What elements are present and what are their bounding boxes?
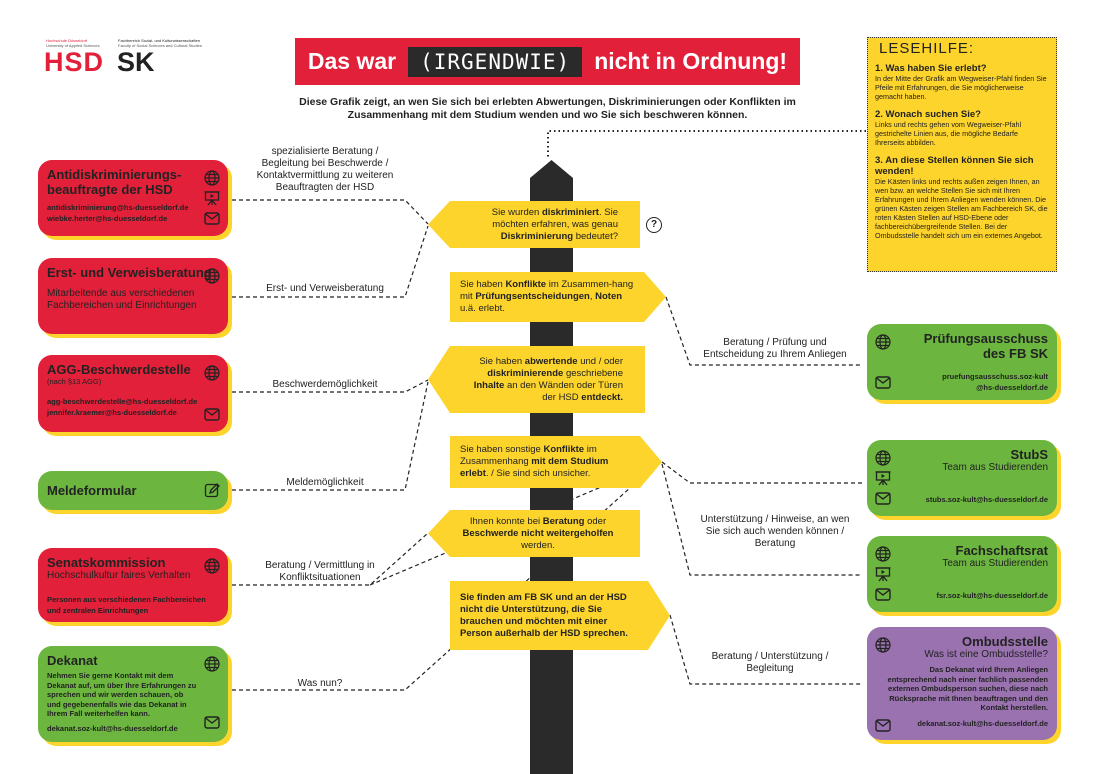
sign-other-conflicts: Sie haben sonstige Konflikte im Zusammen… xyxy=(450,436,662,488)
ombudsman-info-link[interactable]: Was ist eine Ombudsstelle? xyxy=(924,649,1048,660)
card-subtitle: (nach §13 AGG) xyxy=(47,377,102,386)
globe-icon[interactable] xyxy=(875,334,891,350)
card-title: Prüfungsausschuss des FB SK xyxy=(923,331,1048,361)
globe-icon[interactable] xyxy=(204,656,220,672)
card-report-form[interactable]: Meldeformular xyxy=(38,471,228,510)
globe-icon[interactable] xyxy=(204,365,220,381)
need-label: Meldemöglichkeit xyxy=(286,477,364,488)
mail-icon[interactable] xyxy=(204,210,220,226)
mail-icon[interactable] xyxy=(875,490,891,506)
email-link[interactable]: @hs-duesseldorf.de xyxy=(976,383,1048,392)
reading-guide-text: In der Mitte der Grafik am Wegweiser-Pfa… xyxy=(875,74,1047,101)
title-pre: Das war xyxy=(307,48,397,74)
email-link[interactable]: dekanat.soz-kult@hs-duesseldorf.de xyxy=(47,723,178,733)
card-ombudsman: Ombudsstelle Was ist eine Ombudsstelle? … xyxy=(867,627,1057,740)
card-antidiscrimination-officer: Antidiskriminierungs-beauftragte der HSD… xyxy=(38,160,228,236)
card-first-referral-counselling: Erst- und Verweisberatung Mitarbeitende … xyxy=(38,258,228,334)
mail-icon[interactable] xyxy=(204,714,220,730)
card-subtitle: Team aus Studierenden xyxy=(942,558,1048,569)
card-subtitle: Team aus Studierenden xyxy=(942,462,1048,473)
card-deans-office: Dekanat Nehmen Sie gerne Kontakt mit dem… xyxy=(38,646,228,742)
mail-icon[interactable] xyxy=(875,586,891,602)
need-label: spezialisierte Beratung / Begleitung bei… xyxy=(256,146,394,193)
card-title: Antidiskriminierungs-beauftragte der HSD xyxy=(47,167,182,197)
need-label: Unterstützung / Hinweise, an wen Sie sic… xyxy=(700,514,850,549)
card-senate-commission: Senatskommission Hochschulkultur faires … xyxy=(38,548,228,622)
title-banner: Das war (IRGENDWIE) nicht in Ordnung! xyxy=(295,38,800,85)
card-title: Meldeformular xyxy=(47,483,137,498)
presentation-icon[interactable] xyxy=(875,470,891,486)
subtitle: Diese Grafik zeigt, an wen Sie sich bei … xyxy=(299,96,796,121)
sign-not-helped: Ihnen konnte bei Beratung oder Beschwerd… xyxy=(428,510,640,557)
mail-icon[interactable] xyxy=(875,717,891,733)
card-description: Personen aus verschiedenen Fachbereichen… xyxy=(47,595,206,615)
card-title: Fachschaftsrat xyxy=(955,543,1048,558)
need-label: Beratung / Prüfung und Entscheidung zu I… xyxy=(703,337,847,360)
email-link[interactable]: pruefungsausschuss.soz-kult xyxy=(942,372,1048,381)
need-label: Erst- und Verweisberatung xyxy=(266,283,384,294)
reading-guide-title: LESEHILFE: xyxy=(879,40,975,57)
card-examination-board: Prüfungsausschuss des FB SK pruefungsaus… xyxy=(867,324,1057,400)
reading-guide-text: Die Kästen links und rechts außen zeigen… xyxy=(875,177,1048,240)
card-title: Erst- und Verweisberatung xyxy=(47,265,212,280)
need-label: Was nun? xyxy=(297,678,343,689)
reading-guide-heading: 1. Was haben Sie erlebt? xyxy=(875,63,987,74)
card-student-council: Fachschaftsrat Team aus Studierenden fsr… xyxy=(867,536,1057,612)
globe-icon[interactable] xyxy=(875,546,891,562)
sk-logo-caption: Fachbereich Sozial- und Kulturwissenscha… xyxy=(118,38,202,48)
email-link[interactable]: antidiskriminierung@hs-duesseldorf.de xyxy=(47,203,189,212)
need-label: Beratung / Vermittlung in Konfliktsituat… xyxy=(265,560,375,583)
globe-icon[interactable] xyxy=(875,450,891,466)
card-title: Ombudsstelle xyxy=(962,634,1048,649)
email-link[interactable]: jennifer.kraemer@hs-duesseldorf.de xyxy=(47,408,177,417)
globe-icon[interactable] xyxy=(204,170,220,186)
globe-icon[interactable] xyxy=(204,558,220,574)
sign-external-support: Sie finden am FB SK und an der HSD nicht… xyxy=(450,581,670,650)
email-link[interactable]: dekanat.soz-kult@hs-duesseldorf.de xyxy=(917,718,1048,728)
email-link[interactable]: wiebke.herter@hs-duesseldorf.de xyxy=(47,214,168,223)
card-title: Senatskommission xyxy=(47,555,166,570)
card-stubs: StubS Team aus Studierenden stubs.soz-ku… xyxy=(867,440,1057,516)
mail-icon[interactable] xyxy=(204,406,220,422)
email-link[interactable]: stubs.soz-kult@hs-duesseldorf.de xyxy=(925,495,1048,504)
sign-exam-conflicts: Sie haben Konflikte im Zusammen-hang mit… xyxy=(450,272,666,322)
globe-icon[interactable] xyxy=(875,637,891,653)
card-description: Nehmen Sie gerne Kontakt mit dem Dekanat… xyxy=(47,671,197,718)
card-description: Das Dekanat wird Ihrem Anliegen entsprec… xyxy=(887,665,1048,712)
card-title: Dekanat xyxy=(47,653,98,668)
presentation-icon[interactable] xyxy=(875,566,891,582)
reading-guide-heading: 2. Wonach suchen Sie? xyxy=(875,109,981,120)
title-highlight: (IRGENDWIE) xyxy=(408,46,583,77)
reading-guide-text: Links und rechts gehen vom Wegweiser-Pfa… xyxy=(875,120,1022,147)
title-post: nicht in Ordnung! xyxy=(594,48,788,74)
email-link[interactable]: fsr.soz-kult@hs-duesseldorf.de xyxy=(936,591,1048,600)
card-description: Mitarbeitende aus verschiedenen Fachbere… xyxy=(47,288,197,311)
mail-icon[interactable] xyxy=(875,374,891,390)
card-agg-complaints-office: AGG-Beschwerdestelle (nach §13 AGG) agg-… xyxy=(38,355,228,432)
globe-icon[interactable] xyxy=(204,268,220,284)
reading-guide: LESEHILFE: 1. Was haben Sie erlebt?In de… xyxy=(867,37,1057,272)
card-subtitle: Hochschulkultur faires Verhalten xyxy=(47,570,191,581)
need-label: Beschwerdemöglichkeit xyxy=(272,379,378,390)
card-title: StubS xyxy=(1010,447,1048,462)
hsd-logo: HSD xyxy=(44,47,105,77)
need-label: Beratung / Unterstützung / Begleitung xyxy=(711,651,829,674)
card-title: AGG-Beschwerdestelle xyxy=(47,362,191,377)
question-icon[interactable]: ? xyxy=(646,217,662,233)
edit-form-icon[interactable] xyxy=(204,482,220,498)
email-link[interactable]: agg-beschwerdestelle@hs-duesseldorf.de xyxy=(47,397,198,406)
sk-logo: SK xyxy=(117,47,155,77)
sign-discriminated: Sie wurden diskriminiert. Sie möchten er… xyxy=(428,201,640,248)
sign-offensive-content: Sie haben abwertende und / oder diskrimi… xyxy=(428,346,645,413)
reading-guide-heading: 3. An diese Stellen können Sie sich wend… xyxy=(875,155,1034,177)
presentation-icon[interactable] xyxy=(204,190,220,206)
